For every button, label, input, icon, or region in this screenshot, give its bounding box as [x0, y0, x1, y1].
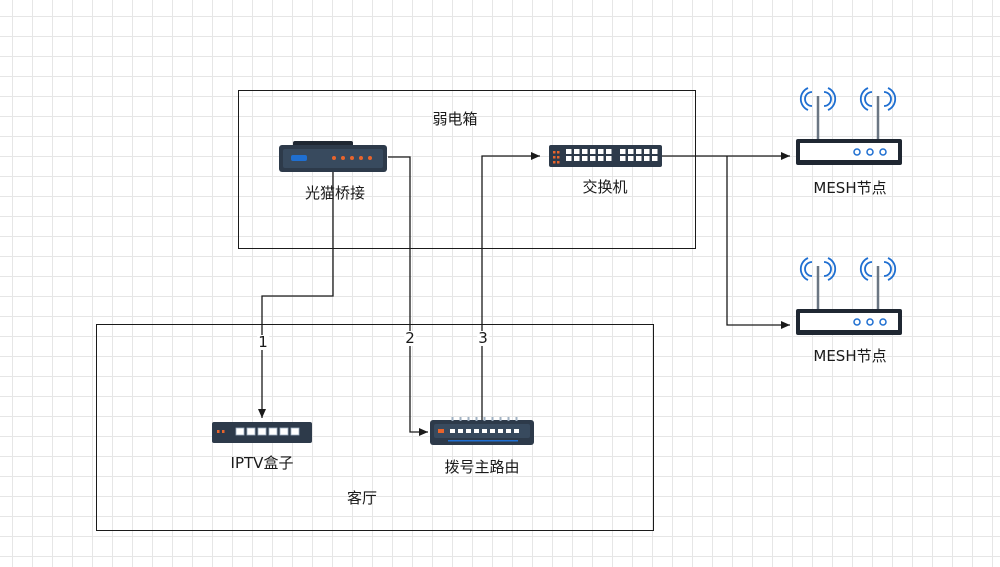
link-switch-to-mesh-2: [726, 156, 790, 329]
link-router-to-switch: [481, 152, 540, 420]
living-room-container: [96, 324, 654, 531]
link-modem-to-router: [388, 156, 428, 436]
mesh-node-2-label: MESH节点: [813, 347, 887, 365]
link-modem-to-iptv: [258, 170, 334, 418]
mesh-node-icon-2: [796, 257, 902, 335]
link-label-3: 3: [477, 329, 489, 347]
optical-modem-icon: [279, 141, 387, 172]
weak-box-container: [238, 90, 696, 249]
weak-box-label: 弱电箱: [432, 110, 478, 128]
link-label-2: 2: [404, 329, 416, 347]
router-label: 拨号主路由: [444, 458, 520, 476]
iptv-label: IPTV盒子: [230, 454, 294, 472]
mesh-node-1-label: MESH节点: [813, 179, 887, 197]
iptv-box-icon: [212, 422, 312, 443]
switch-icon: [549, 145, 662, 167]
mesh-node-icon-1: [796, 87, 902, 165]
link-label-1: 1: [257, 333, 269, 351]
optical-modem-label: 光猫桥接: [304, 184, 366, 202]
switch-label: 交换机: [582, 178, 628, 196]
router-icon: [430, 417, 534, 445]
living-room-label: 客厅: [346, 489, 378, 507]
